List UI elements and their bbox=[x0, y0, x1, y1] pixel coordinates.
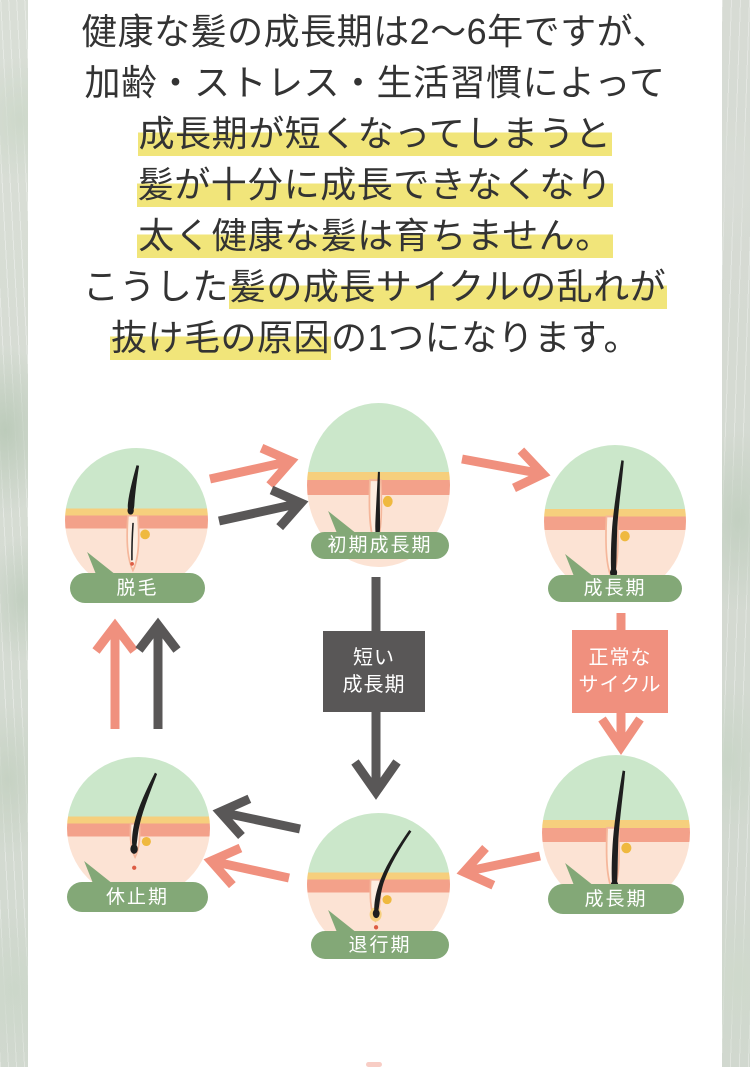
stage-label-growth-bottom: 成長期 bbox=[548, 884, 684, 914]
text-line: 加齢・ストレス・生活習慣によって bbox=[84, 62, 666, 103]
short-cycle-box-line2: 成長期 bbox=[342, 673, 406, 696]
stage-label-resting: 休止期 bbox=[67, 882, 208, 912]
normal-cycle-box-line2: サイクル bbox=[578, 673, 662, 696]
stage-label-regression: 退行期 bbox=[311, 931, 449, 959]
hair-follicle-drawing bbox=[129, 772, 158, 870]
normal-cycle-box: 正常な サイクル bbox=[572, 630, 668, 713]
stage-label-growth-top: 成長期 bbox=[548, 575, 682, 602]
normal-cycle-box-line1: 正常な bbox=[588, 646, 652, 669]
follicle-illustration-shedding bbox=[65, 448, 208, 592]
hair-follicle-drawing bbox=[126, 465, 150, 573]
text-line: 抜け毛の原因の1つになります。 bbox=[110, 317, 640, 360]
text-line: こうした髪の成長サイクルの乱れが bbox=[82, 266, 668, 309]
follicle-illustration-resting bbox=[67, 757, 210, 899]
stage-label-early-growth: 初期成長期 bbox=[311, 532, 449, 559]
stage-label-shedding: 脱毛 bbox=[70, 573, 205, 603]
text-line: 健康な髪の成長期は2〜6年ですが、 bbox=[81, 11, 669, 52]
background-texture-left bbox=[0, 0, 28, 1067]
short-cycle-box-line1: 短い bbox=[353, 646, 395, 669]
text-line: 髪が十分に成長できなくなり bbox=[136, 164, 614, 207]
short-cycle-box: 短い 成長期 bbox=[323, 631, 425, 712]
text-line: 成長期が短くなってしまうと bbox=[137, 113, 613, 156]
follicle-illustration-growth-top bbox=[544, 445, 686, 597]
text-line: 太く健康な髪は育ちません。 bbox=[137, 215, 613, 258]
hair-follicle-drawing bbox=[368, 471, 393, 548]
next-section-arrow-peek bbox=[366, 1062, 382, 1067]
intro-text: 健康な髪の成長期は2〜6年ですが、加齢・ストレス・生活習慣によって成長期が短くな… bbox=[28, 0, 722, 363]
hair-follicle-drawing bbox=[369, 830, 412, 930]
background-texture-right bbox=[722, 0, 750, 1067]
